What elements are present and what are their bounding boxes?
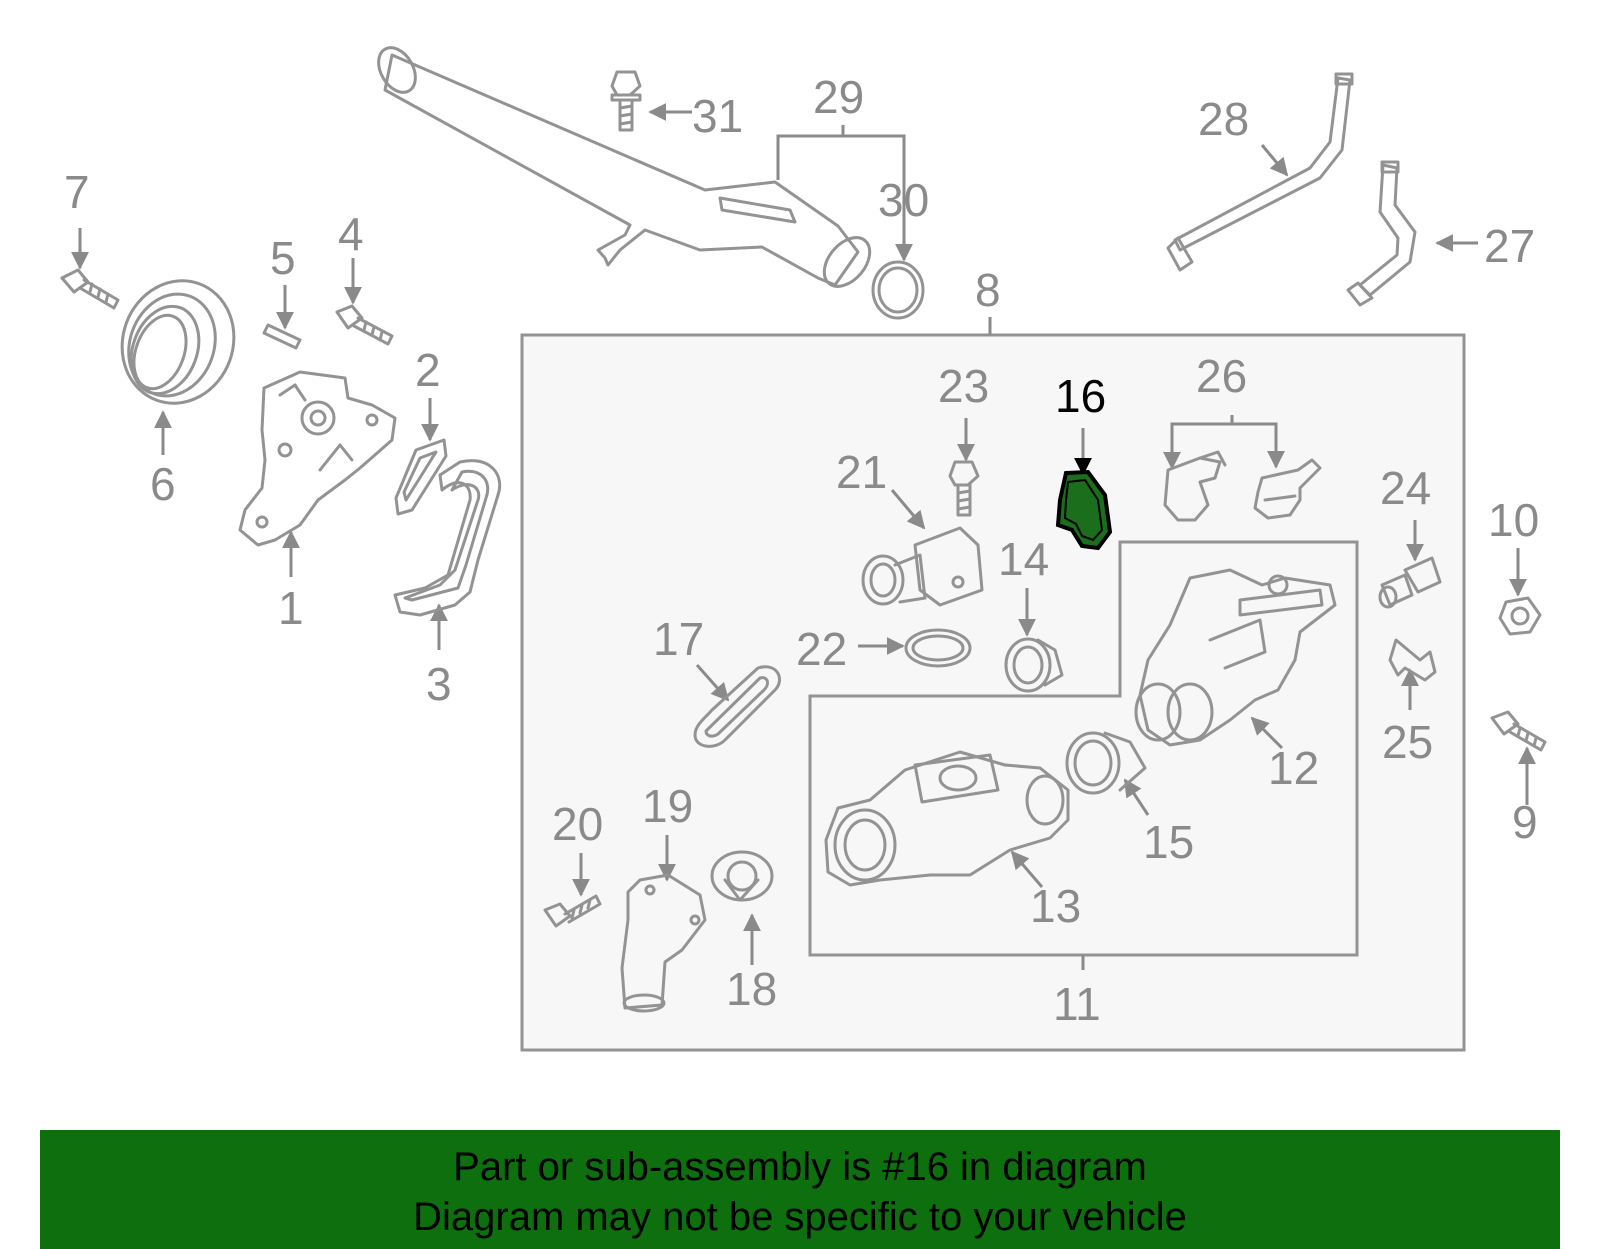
banner-line-part: Part or sub-assembly is #16 in diagram	[453, 1145, 1147, 1189]
bolt-7-icon	[60, 268, 120, 310]
callout-25: 25	[1382, 716, 1433, 768]
nut-10-icon	[1498, 596, 1542, 636]
parts-diagram: 7 5 4 2 6 1 3 31 29 30 28 27 8 23 16 26 …	[60, 46, 1547, 1052]
callout-2: 2	[415, 344, 441, 396]
callout-11: 11	[1053, 978, 1101, 1030]
thermostat-18-icon	[710, 850, 774, 902]
callout-16: 16	[1055, 370, 1106, 422]
callout-5: 5	[270, 232, 296, 284]
pin-5-icon	[262, 323, 302, 350]
callout-4: 4	[338, 208, 364, 260]
hose-15-icon	[1065, 731, 1147, 795]
o-ring-30-icon	[871, 260, 925, 320]
callout-23: 23	[938, 360, 989, 412]
callout-26: 26	[1196, 350, 1247, 402]
callout-20: 20	[552, 798, 603, 850]
bolt-4-icon	[335, 304, 394, 346]
callout-27: 27	[1484, 220, 1535, 272]
bolt-20-icon	[543, 894, 602, 928]
o-ring-22-icon	[904, 628, 972, 668]
hose-14-icon	[1004, 637, 1064, 693]
callout-30: 30	[878, 174, 929, 226]
bolt-31-icon	[610, 70, 642, 132]
callout-12: 12	[1268, 742, 1319, 794]
callout-6: 6	[150, 458, 176, 510]
housing-13-icon	[824, 750, 1070, 887]
pulley-6-icon	[120, 279, 236, 405]
callout-15: 15	[1143, 816, 1194, 868]
fitting-26b-icon	[1253, 458, 1322, 520]
bolt-23-icon	[948, 460, 980, 517]
gasket-16-icon	[1055, 469, 1113, 551]
outlet-19-icon	[620, 873, 707, 1013]
callout-22: 22	[796, 623, 847, 675]
sensor-21-icon	[861, 526, 984, 607]
thermostat-housing-12-icon	[1134, 568, 1337, 747]
hose-28-icon	[1166, 72, 1354, 272]
fitting-26a-icon	[1163, 450, 1227, 522]
callout-31: 31	[692, 90, 743, 142]
callout-3: 3	[426, 658, 452, 710]
callout-24: 24	[1380, 462, 1431, 514]
callout-14: 14	[998, 533, 1049, 585]
water-pump-1-icon	[238, 370, 397, 547]
callout-19: 19	[642, 780, 693, 832]
gasket-2-icon	[394, 438, 448, 516]
banner-line-disclaimer: Diagram may not be specific to your vehi…	[413, 1195, 1187, 1239]
gasket-17-icon	[693, 665, 781, 748]
callout-17: 17	[653, 613, 704, 665]
bolt-9-icon	[1490, 710, 1547, 752]
info-banner: Part or sub-assembly is #16 in diagram D…	[40, 1130, 1560, 1249]
leader-lines	[71, 103, 1536, 970]
callout-29: 29	[813, 71, 864, 123]
assembly-box-11	[808, 540, 1359, 957]
callout-28: 28	[1198, 93, 1249, 145]
callout-10: 10	[1488, 494, 1539, 546]
clip-25-icon	[1388, 638, 1437, 682]
callout-8: 8	[975, 264, 1001, 316]
callout-1: 1	[278, 582, 304, 634]
callout-13: 13	[1030, 880, 1081, 932]
callout-9: 9	[1512, 796, 1538, 848]
callout-7: 7	[64, 166, 90, 218]
sensor-24-icon	[1378, 556, 1442, 609]
hose-27-icon	[1346, 160, 1417, 307]
gasket-3-icon	[393, 459, 502, 617]
water-pipe-29-icon	[377, 46, 872, 288]
callout-18: 18	[726, 963, 777, 1015]
callout-21: 21	[836, 446, 887, 498]
